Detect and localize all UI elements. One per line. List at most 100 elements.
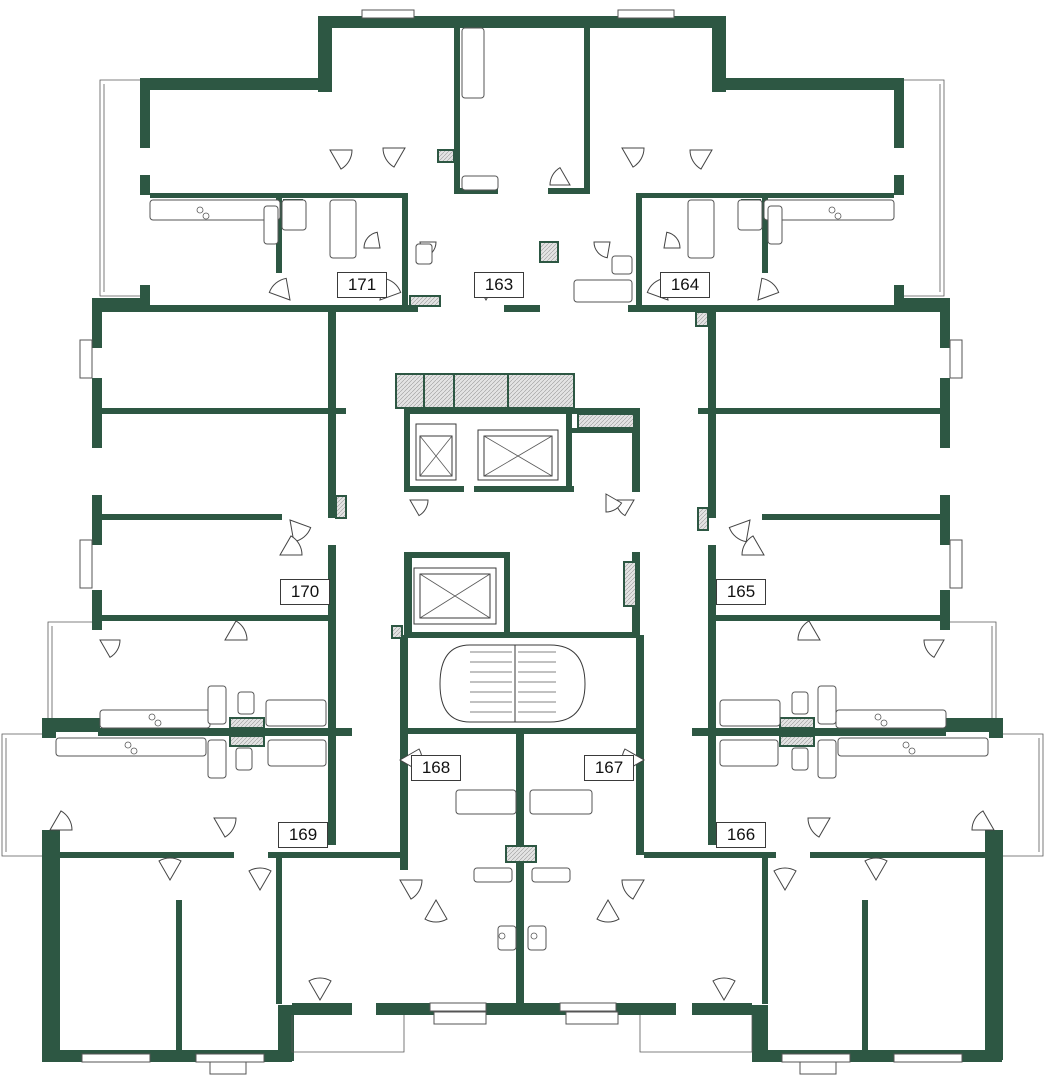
- fixture: [461, 175, 499, 191]
- apartment-label-163[interactable]: 163: [474, 272, 524, 298]
- door-swing: [224, 620, 248, 641]
- window: [361, 9, 415, 19]
- stove-burner: [124, 741, 132, 749]
- fixture: [455, 789, 517, 815]
- fixtures: [55, 27, 989, 951]
- fixture: [207, 685, 227, 725]
- fixture: [529, 789, 593, 815]
- fixture: [263, 205, 279, 245]
- door-swing: [596, 898, 620, 923]
- door-swing: [923, 639, 945, 659]
- stove-burner: [148, 713, 156, 721]
- fixture: [719, 699, 781, 727]
- fixture: [837, 737, 989, 757]
- exterior-walls: [42, 16, 1003, 1062]
- fixture: [573, 279, 633, 303]
- door-swing: [605, 493, 623, 513]
- door-swing: [757, 277, 780, 301]
- stove-burner: [530, 932, 538, 940]
- fixture: [149, 199, 281, 221]
- stove-burner: [902, 741, 910, 749]
- staircase: [439, 644, 586, 723]
- window: [195, 1053, 265, 1063]
- door-swing: [213, 817, 237, 838]
- fixture: [207, 739, 227, 779]
- elevators: [413, 423, 559, 625]
- door-swing: [663, 231, 681, 249]
- window: [559, 1002, 617, 1012]
- door-swing: [689, 149, 713, 170]
- door-swing: [864, 857, 888, 882]
- door-swing: [593, 241, 611, 259]
- door-swing: [329, 149, 353, 170]
- door-swing: [279, 535, 303, 556]
- window: [617, 9, 675, 19]
- stove-burner: [834, 212, 842, 220]
- door-swing: [797, 620, 821, 641]
- apartment-label-166[interactable]: 166: [716, 822, 766, 848]
- door-swing: [741, 535, 765, 556]
- fixture: [415, 243, 433, 265]
- apartment-label-169[interactable]: 169: [278, 822, 328, 848]
- window: [781, 1053, 851, 1063]
- stove-burner: [828, 206, 836, 214]
- window: [949, 539, 963, 589]
- fixture: [791, 747, 809, 771]
- fixture: [99, 709, 211, 729]
- fixture: [237, 691, 255, 715]
- door-swing: [621, 147, 645, 168]
- fixture: [497, 925, 517, 951]
- door-swing: [773, 867, 797, 892]
- door-swing: [807, 817, 831, 838]
- door-swing: [424, 898, 448, 923]
- window: [79, 539, 93, 589]
- window: [81, 1053, 151, 1063]
- fixture: [473, 867, 513, 883]
- door-swing: [971, 810, 995, 831]
- stove-burner: [202, 212, 210, 220]
- fixture: [235, 747, 253, 771]
- door-swing: [363, 231, 381, 249]
- door-swing: [399, 879, 423, 900]
- window: [799, 1061, 837, 1075]
- door-swing: [549, 166, 571, 186]
- apartment-label-167[interactable]: 167: [584, 755, 634, 781]
- fixture: [461, 27, 485, 99]
- apartment-label-170[interactable]: 170: [280, 579, 330, 605]
- fixture: [737, 199, 763, 231]
- apartment-label-164[interactable]: 164: [660, 272, 710, 298]
- fixture: [835, 709, 947, 729]
- windows: [79, 9, 963, 1075]
- window: [433, 1011, 487, 1025]
- door-swing: [268, 277, 291, 301]
- fixture: [611, 255, 633, 275]
- window: [209, 1061, 247, 1075]
- fixture: [817, 739, 837, 779]
- door-swing: [248, 867, 272, 892]
- door-swing: [49, 810, 73, 831]
- door-swing: [621, 879, 645, 900]
- stove-burner: [196, 206, 204, 214]
- door-swing: [158, 857, 182, 882]
- fixture: [265, 699, 327, 727]
- stove-burner: [130, 747, 138, 755]
- stove-burner: [880, 719, 888, 727]
- fixture: [281, 199, 307, 231]
- fixture: [767, 205, 783, 245]
- apartment-label-171[interactable]: 171: [337, 272, 387, 298]
- apartment-label-165[interactable]: 165: [716, 579, 766, 605]
- apartment-label-168[interactable]: 168: [411, 755, 461, 781]
- door-swing: [712, 977, 736, 1002]
- stove-burner: [908, 747, 916, 755]
- fixture: [329, 199, 357, 259]
- fixture: [55, 737, 207, 757]
- stove-burner: [874, 713, 882, 721]
- fixture: [817, 685, 837, 725]
- window: [565, 1011, 619, 1025]
- door-swing: [99, 639, 121, 659]
- fixture: [531, 867, 571, 883]
- stove-burner: [154, 719, 162, 727]
- window: [949, 339, 963, 379]
- window: [893, 1053, 963, 1063]
